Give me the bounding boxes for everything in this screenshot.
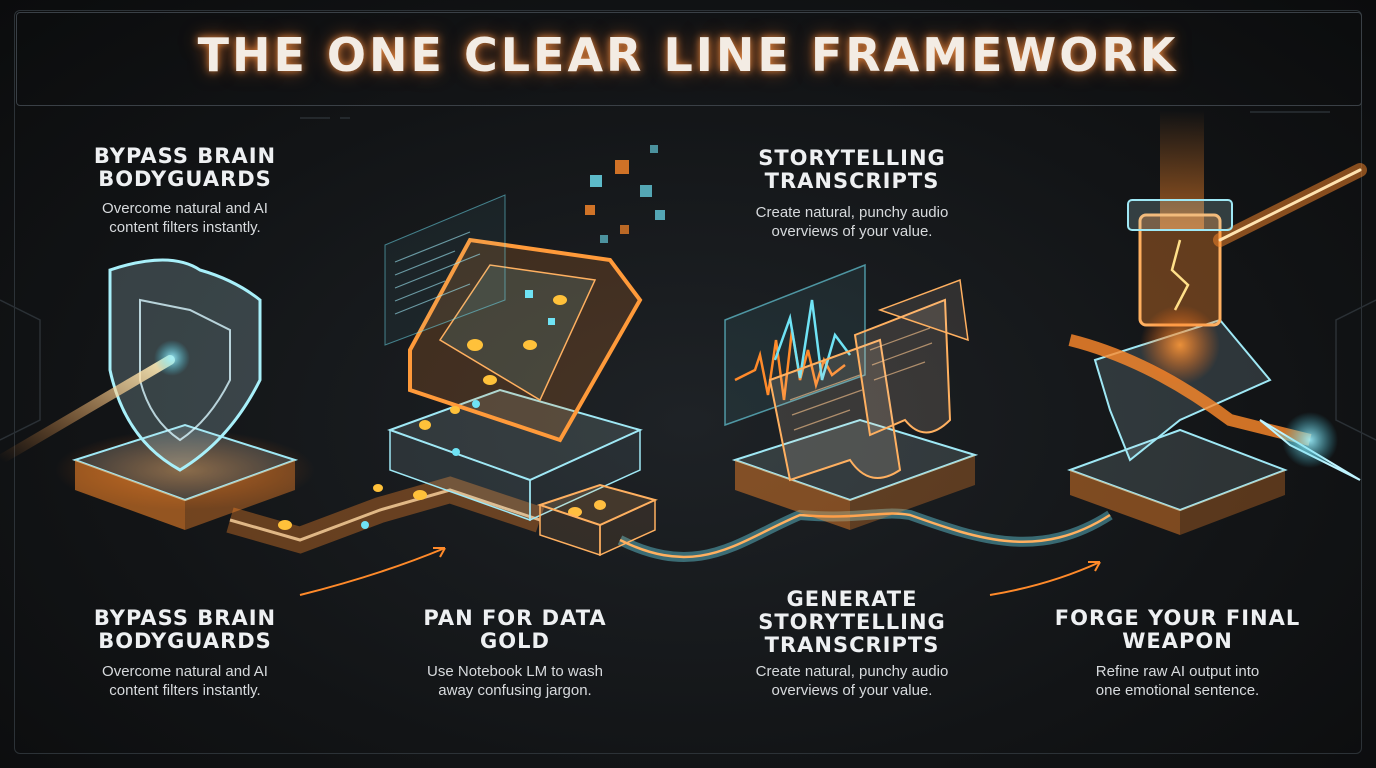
desc-line: Overcome natural and AI (102, 663, 268, 680)
step-2-heading: PAN FOR DATA GOLD (390, 607, 640, 653)
step-2-desc: Use Notebook LM to wash away confusing j… (390, 662, 640, 700)
step-3-heading: GENERATE STORYTELLING TRANSCRIPTS (722, 588, 982, 657)
desc-line: one emotional sentence. (1095, 682, 1260, 699)
step-3-heading-text: GENERATE STORYTELLING TRANSCRIPTS (758, 587, 946, 657)
top-right-heading: STORYTELLING TRANSCRIPTS (722, 147, 982, 193)
page-title: THE ONE CLEAR LINE FRAMEWORK (197, 28, 1179, 82)
top-left-desc: Overcome natural and AI content filters … (55, 199, 315, 237)
transcript-scroll-icon (724, 263, 979, 530)
pipeline (226, 476, 1113, 596)
top-left-heading: BYPASS BRAIN BODYGUARDS (55, 145, 315, 191)
step-2-heading-text: PAN FOR DATA GOLD (423, 606, 607, 653)
step-4-desc: Refine raw AI output into one emotional … (1045, 662, 1310, 700)
desc-line: overviews of your value. (771, 682, 933, 699)
desc-line: Overcome natural and AI (102, 200, 268, 217)
title-frame (16, 12, 1362, 106)
step-1-heading: BYPASS BRAIN BODYGUARDS (55, 607, 315, 653)
step-1-desc: Overcome natural and AI content filters … (55, 662, 315, 700)
step-4-heading: FORGE YOUR FINAL WEAPON (1045, 607, 1310, 653)
top-right-desc: Create natural, punchy audio overviews o… (722, 203, 982, 241)
step-3-desc: Create natural, punchy audio overviews o… (722, 662, 982, 700)
step-4-heading-text: FORGE YOUR FINAL WEAPON (1054, 606, 1301, 653)
outer-frame (14, 10, 1362, 754)
desc-line: away confusing jargon. (438, 682, 592, 699)
gold-sifter-icon (278, 145, 665, 557)
circuit-decoration (0, 111, 1376, 441)
desc-line: Use Notebook LM to wash (427, 663, 603, 680)
desc-line: Create natural, punchy audio (755, 663, 949, 680)
step-1-heading-text: BYPASS BRAIN BODYGUARDS (93, 606, 277, 653)
desc-line: Create natural, punchy audio (755, 204, 949, 221)
desc-line: content filters instantly. (109, 219, 261, 236)
desc-line: Refine raw AI output into (1095, 663, 1260, 680)
anvil-hammer-icon (1067, 110, 1367, 535)
desc-line: content filters instantly. (109, 682, 261, 699)
desc-line: overviews of your value. (771, 223, 933, 240)
top-left-heading-text: BYPASS BRAIN BODYGUARDS (93, 144, 277, 191)
top-right-heading-text: STORYTELLING TRANSCRIPTS (758, 146, 946, 193)
shield-icon (0, 258, 315, 530)
